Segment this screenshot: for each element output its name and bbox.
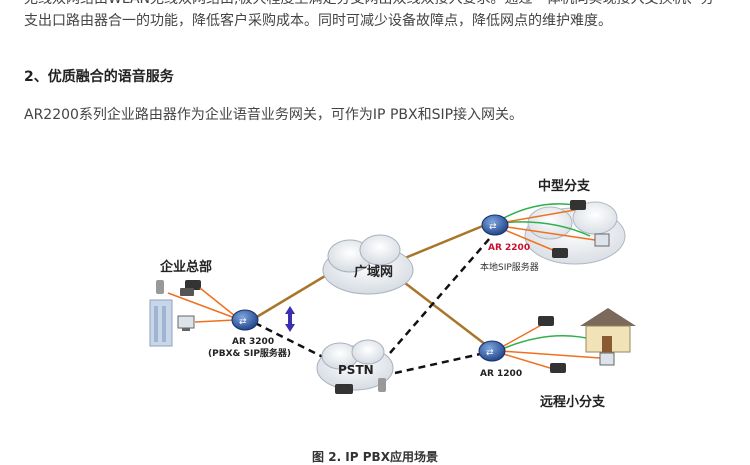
remote-router-label: AR 1200 bbox=[480, 369, 522, 379]
hq-mobile-icon bbox=[156, 280, 164, 294]
remote-phone-icon bbox=[538, 316, 566, 373]
paragraph-ar2200: AR2200系列企业路由器作为企业语音业务网关，可作为IP PBX和SIP接入网… bbox=[24, 107, 524, 123]
paragraph-top: 支出口路由器合一的功能，降低客户采购成本。同时可减少设备故障点，降低网点的维护难… bbox=[24, 13, 612, 29]
figure-caption: 图 2. IP PBX应用场景 bbox=[312, 450, 438, 464]
router-ar3200-icon: ⇄ bbox=[231, 309, 259, 331]
hq-building-icon bbox=[149, 299, 173, 347]
mid-router-label: AR 2200 bbox=[488, 243, 530, 253]
svg-text:⇄: ⇄ bbox=[239, 317, 247, 327]
hq-pc-icon bbox=[177, 315, 195, 331]
hq-label: 企业总部 bbox=[159, 259, 212, 275]
mid-branch-label: 中型分支 bbox=[538, 178, 591, 194]
wan-label: 广域网 bbox=[354, 264, 393, 280]
double-arrow-icon bbox=[285, 306, 295, 332]
pstn-label: PSTN bbox=[338, 363, 374, 377]
mid-branch-cloud-icon bbox=[524, 201, 626, 265]
ip-pbx-diagram: ⇄ 企业总部 AR 3200 (PBX& SIP服务器) 广域网 PSTN bbox=[149, 178, 636, 410]
paragraph-top-partial: 无线双网络由WLAN无线双网络由,极大程度上满足分支网出双线双接入要求。通过一体… bbox=[24, 0, 714, 10]
pstn-cloud-icon bbox=[316, 339, 394, 391]
mid-router-sub: 本地SIP服务器 bbox=[480, 261, 539, 273]
router-ar1200-icon: ⇄ bbox=[478, 340, 506, 362]
svg-text:⇄: ⇄ bbox=[486, 348, 494, 358]
hq-router-sub: (PBX& SIP服务器) bbox=[208, 347, 291, 359]
wan-cloud-icon bbox=[322, 234, 414, 295]
hq-router-label: AR 3200 bbox=[232, 337, 274, 347]
mid-pc-icon bbox=[594, 233, 610, 247]
pstn-links bbox=[254, 237, 491, 375]
pstn-phone-icon bbox=[335, 384, 353, 394]
remote-router-voice-lines bbox=[499, 322, 601, 369]
remote-house-icon bbox=[580, 308, 636, 353]
svg-text:⇄: ⇄ bbox=[489, 222, 497, 232]
remote-pc-icon bbox=[599, 352, 615, 366]
wan-links bbox=[254, 221, 491, 349]
section-heading: 2、优质融合的语音服务 bbox=[24, 69, 174, 85]
hq-phone-icon bbox=[180, 280, 201, 296]
pstn-mobile-icon bbox=[378, 378, 386, 392]
router-ar2200-icon: ⇄ bbox=[481, 214, 509, 236]
remote-branch-label: 远程小分支 bbox=[540, 394, 606, 410]
hq-voice-lines bbox=[167, 287, 236, 323]
mid-phone-icon bbox=[552, 200, 586, 258]
